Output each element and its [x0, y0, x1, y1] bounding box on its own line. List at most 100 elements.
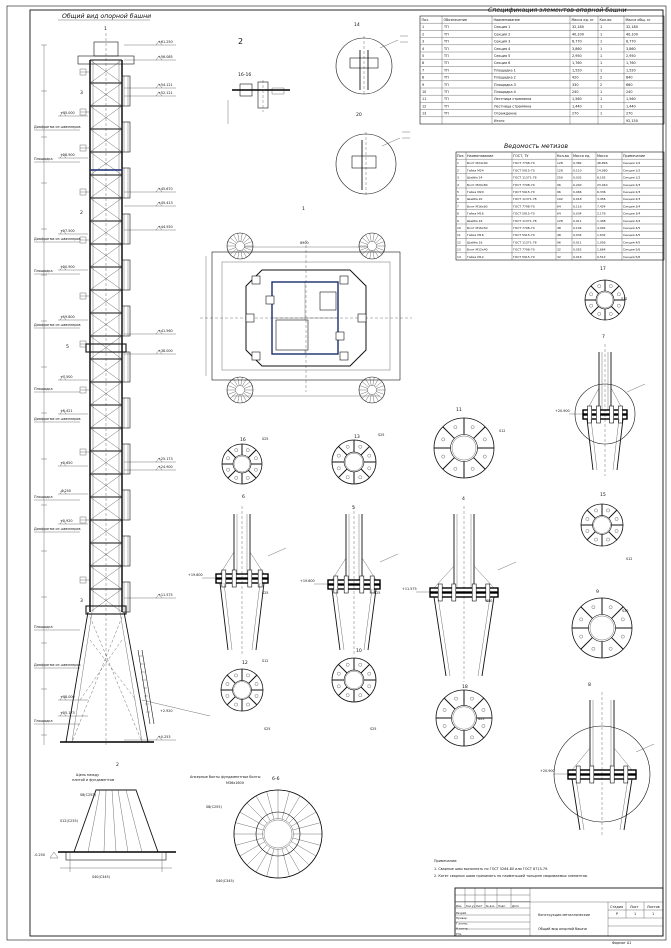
svg-text:+20.900: +20.900 [540, 769, 555, 773]
bolts-cell: 0,018 [573, 197, 582, 201]
spec-cell: 240 [572, 90, 578, 94]
spec-cell: Секция 1 [494, 25, 510, 29]
spec-cell: 1 [600, 47, 602, 51]
bolts-cell: Секция 1/2 [623, 168, 640, 172]
level-mark: +41.560 [158, 329, 173, 333]
bolts-cell: 1,632 [597, 233, 606, 237]
svg-text:92,150: 92,150 [626, 119, 638, 123]
bolts-cell: 48 [557, 233, 561, 237]
spec-cell: Площадка 2 [494, 76, 516, 80]
bolts-cell: 3 [457, 176, 459, 180]
title-block: Стадия Лист Листов Р 1 1 Конструкции мет… [454, 887, 664, 945]
bolts-cell: Секция 4/5 [623, 226, 640, 230]
level-mark: +45.413 [158, 201, 173, 205]
bolts-cell: 128 [557, 161, 563, 165]
spec-cell: ТП [443, 40, 449, 44]
spec-cell: 12 [422, 104, 426, 108]
elevation-note: Площадка [34, 495, 53, 499]
bolts-cell: Секция 2/3 [623, 190, 640, 194]
spec-cell: 1,560 [626, 97, 636, 101]
spec-cell: 1 [600, 61, 602, 65]
svg-text:S8(С255): S8(С255) [206, 805, 222, 809]
bolts-cell: 5 [457, 190, 459, 194]
spec-cell: 1,440 [572, 104, 582, 108]
bolts-cell: ГОСТ 11371-78 [513, 240, 537, 244]
bolts-cell: ГОСТ 5915-70 [513, 168, 535, 172]
svg-text:14: 14 [354, 22, 360, 28]
elevation-note: Диафрагма из швеллеров [34, 417, 80, 421]
bolts-cell: 0,240 [573, 183, 582, 187]
level-mark: +7.500 [60, 375, 73, 379]
bolts-cell: Секция 3/4 [623, 219, 640, 223]
level-mark: +0.253 [158, 735, 171, 739]
spec-cell: 2 [422, 32, 424, 36]
svg-text:Лист: Лист [476, 904, 483, 908]
bolts-cell: Болт М24х90 [467, 161, 488, 165]
spec-cell: ТП [443, 54, 449, 58]
level-mark: -0.250 [60, 489, 71, 493]
svg-text:Формат А1: Формат А1 [612, 941, 631, 945]
level-mark: +5.421 [60, 409, 73, 413]
svg-text:12: 12 [242, 660, 248, 666]
elevation-title: Общий вид опорной башни [62, 12, 151, 20]
spec-cell: 40,100 [572, 32, 584, 36]
bolts-cell: ГОСТ 7798-70 [513, 183, 535, 187]
bolts-cell: 1,408 [597, 219, 606, 223]
bolts-cell: 2 [457, 168, 459, 172]
svg-text:S30: S30 [486, 599, 492, 603]
spec-cell: 1 [600, 112, 602, 116]
spec-cell: 1 [600, 97, 602, 101]
bolts-cell: 1 [457, 161, 459, 165]
bolts-cell: 64 [557, 212, 561, 216]
svg-text:1: 1 [652, 912, 654, 916]
title-role: Н.контр. [456, 927, 469, 931]
spec-cell: 3,860 [626, 47, 636, 51]
specification-title: Спецификация элементов опорной башни [488, 6, 627, 14]
svg-text:20: 20 [356, 112, 362, 118]
elevation-note: Площадка [34, 157, 53, 161]
svg-text:Лист: Лист [630, 905, 639, 909]
level-mark: +27.500 [60, 229, 75, 233]
svg-text:S25: S25 [262, 437, 268, 441]
level-mark: +19.800 [60, 315, 75, 319]
level-mark: +2.650 [60, 461, 73, 465]
svg-text:4: 4 [462, 496, 465, 502]
node-labels: 16 13 11 17 15 12 10 9 18 6 5 4 7 8 S25 … [240, 266, 632, 731]
svg-text:Примечания:: Примечания: [434, 859, 457, 863]
detail-20: 20 [335, 112, 410, 196]
section-6-6: Анкерные болты фундаментные болты М36х16… [190, 775, 323, 883]
elevation-note: Диафрагма из швеллеров [34, 323, 80, 327]
bolts-cell: 8,192 [597, 176, 606, 180]
bolts-cell: 1,664 [597, 248, 606, 252]
flange-plan-views [220, 279, 633, 747]
svg-text:11: 11 [456, 407, 462, 413]
svg-text:1: 1 [634, 912, 636, 916]
spec-cell: 270 [626, 112, 632, 116]
svg-text:S25: S25 [370, 727, 376, 731]
bolts-cell: Гайка М12 [467, 255, 484, 259]
level-mark: +52.121 [158, 91, 173, 95]
drawing-name: Общий вид опорной башни [538, 927, 587, 931]
svg-text:+19.800: +19.800 [188, 573, 203, 577]
svg-text:S12: S12 [621, 297, 627, 301]
bolts-cell: 8 [457, 212, 459, 216]
spec-cell: ТП [443, 112, 449, 116]
bolts-header: Наименование [467, 154, 493, 158]
spec-cell: 330 [572, 83, 578, 87]
spec-cell: 1 [600, 54, 602, 58]
bolts-cell: 256 [557, 176, 563, 180]
bolts-cell: 0,034 [573, 233, 582, 237]
base-view-2: 2 Щель между плитой и фундаментом S8(С25… [34, 762, 176, 879]
axis-label: 1 [104, 26, 107, 32]
bolts-header: Масса ед. [573, 154, 590, 158]
bolts-cell: 192 [557, 197, 563, 201]
bolts-cell: 7,424 [597, 204, 606, 208]
project-name: Конструкции металлические [538, 913, 590, 917]
bolts-cell: ГОСТ 7798-70 [513, 161, 535, 165]
bolts-cell: 0,116 [573, 204, 582, 208]
spec-cell: 1 [600, 25, 602, 29]
bolts-cell: Шайба 24 [467, 176, 483, 180]
spec-cell: 1 [600, 90, 602, 94]
